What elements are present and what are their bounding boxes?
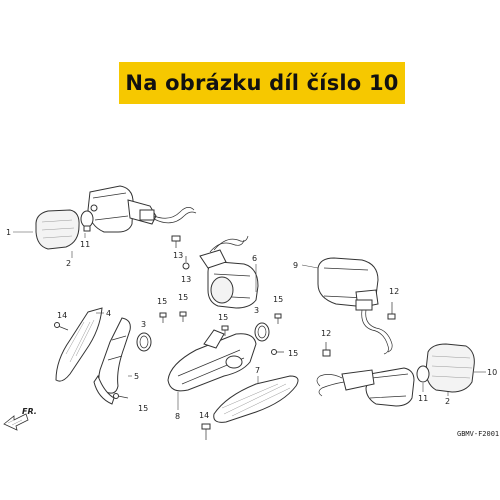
callout-14-upper: 14: [57, 311, 67, 320]
grommet-3-right: [254, 322, 270, 342]
screw-15-f: [271, 349, 284, 355]
mount-bracket-5: [93, 317, 131, 405]
callout-15e: 15: [138, 404, 148, 413]
callout-11: 11: [80, 240, 90, 249]
callout-1: 1: [6, 228, 11, 237]
banner-text: Na obrázku díl číslo 10: [125, 71, 399, 95]
front-left-turn-signal: [35, 185, 197, 250]
callout-13b: 13: [181, 275, 191, 284]
callout-7: 7: [255, 366, 260, 375]
screw-12-upper: [387, 302, 396, 320]
callout-15f: 15: [288, 349, 298, 358]
screw-13: [171, 235, 190, 270]
callout-8: 8: [175, 412, 180, 421]
callout-4: 4: [106, 309, 111, 318]
callout-3-right: 3: [254, 306, 259, 315]
diagram-code: GBMV-F2001: [457, 430, 499, 438]
callout-9: 9: [293, 261, 298, 270]
screw-12-lower: [322, 342, 331, 357]
turn-signal-6: [199, 235, 259, 309]
turn-signal-9: [317, 257, 393, 355]
callout-11-lower: 11: [418, 394, 428, 403]
callout-15c: 15: [218, 313, 228, 322]
part-number-banner: Na obrázku díl číslo 10: [119, 62, 405, 104]
callout-15d: 15: [273, 295, 283, 304]
callout-13a: 13: [173, 251, 183, 260]
callout-3-left: 3: [141, 320, 146, 329]
callout-15b: 15: [178, 293, 188, 302]
screw-15-e: [113, 393, 129, 399]
callout-2: 2: [66, 259, 71, 268]
callout-15a: 15: [157, 297, 167, 306]
side-cover-4: [55, 307, 103, 382]
screw-15-b: [179, 311, 187, 322]
callout-6: 6: [252, 254, 257, 263]
callout-5: 5: [134, 372, 139, 381]
screw-14-lower: [201, 423, 211, 440]
front-arrow-label: FR.: [22, 407, 37, 416]
screw-15-c: [221, 325, 229, 336]
screw-14-upper: [54, 322, 69, 331]
callout-12-lower: 12: [321, 329, 331, 338]
grommet-3-left: [136, 332, 152, 352]
center-mount-8: [167, 329, 257, 392]
callout-14-lower: 14: [199, 411, 209, 420]
rear-right-turn-signal-10: [316, 343, 475, 407]
side-reflector-7: [213, 375, 299, 423]
screw-15-a: [159, 312, 167, 323]
callout-2-lower: 2: [445, 397, 450, 406]
callout-12-upper: 12: [389, 287, 399, 296]
front-direction-arrow: [3, 413, 29, 431]
screw-15-d: [274, 313, 282, 324]
callout-10: 10: [487, 368, 497, 377]
